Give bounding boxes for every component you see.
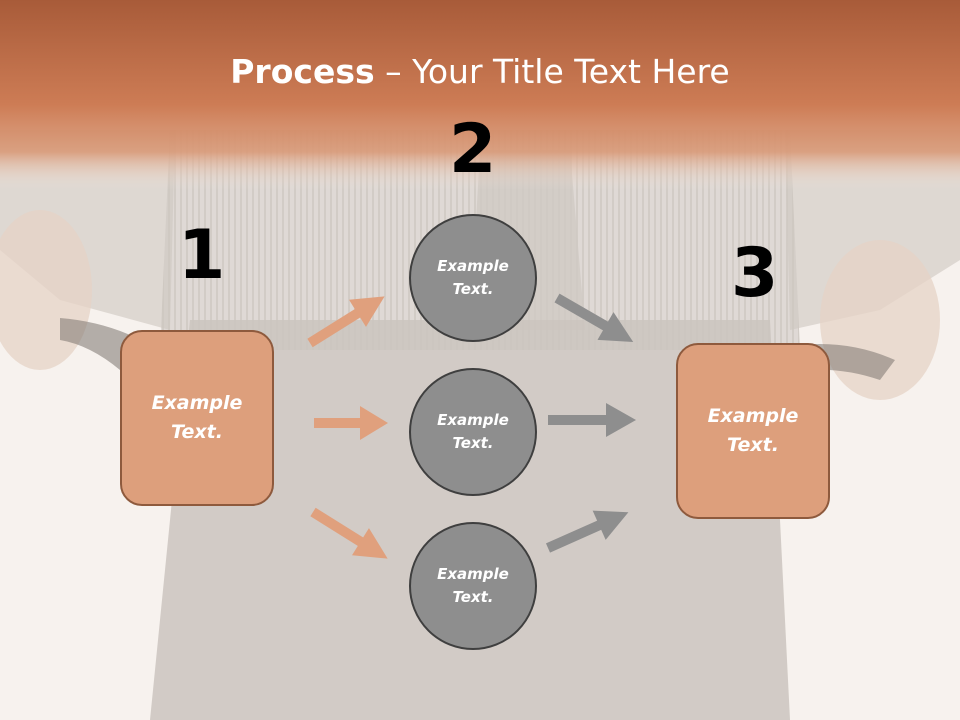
arrow-middle-to-right [548, 403, 636, 437]
step-number-3: 3 [731, 234, 779, 313]
title-rest: – Your Title Text Here [374, 52, 730, 91]
step-number-2: 2 [449, 110, 497, 189]
step-2-circle-top: Example Text. [409, 214, 537, 342]
title-bold: Process [230, 52, 375, 91]
page-title: Process – Your Title Text Here [0, 52, 960, 91]
step-1-box: Example Text. [120, 330, 274, 506]
circle-middle-text: Example Text. [437, 411, 509, 452]
arrow-bottom-to-right [545, 510, 629, 553]
arrow-left-to-bottom [310, 507, 388, 559]
arrow-left-to-top [307, 296, 385, 348]
arrow-left-to-middle [314, 406, 388, 440]
circle-bottom-text: Example Text. [437, 565, 509, 606]
step-3-text: Example Text. [707, 405, 799, 456]
step-3-box: Example Text. [676, 343, 830, 519]
step-2-circle-middle: Example Text. [409, 368, 537, 496]
step-2-circle-bottom: Example Text. [409, 522, 537, 650]
step-1-text: Example Text. [151, 392, 243, 443]
header-banner [0, 0, 960, 190]
step-number-1: 1 [178, 216, 226, 295]
circle-top-text: Example Text. [437, 257, 509, 298]
arrow-top-to-right [554, 293, 634, 342]
